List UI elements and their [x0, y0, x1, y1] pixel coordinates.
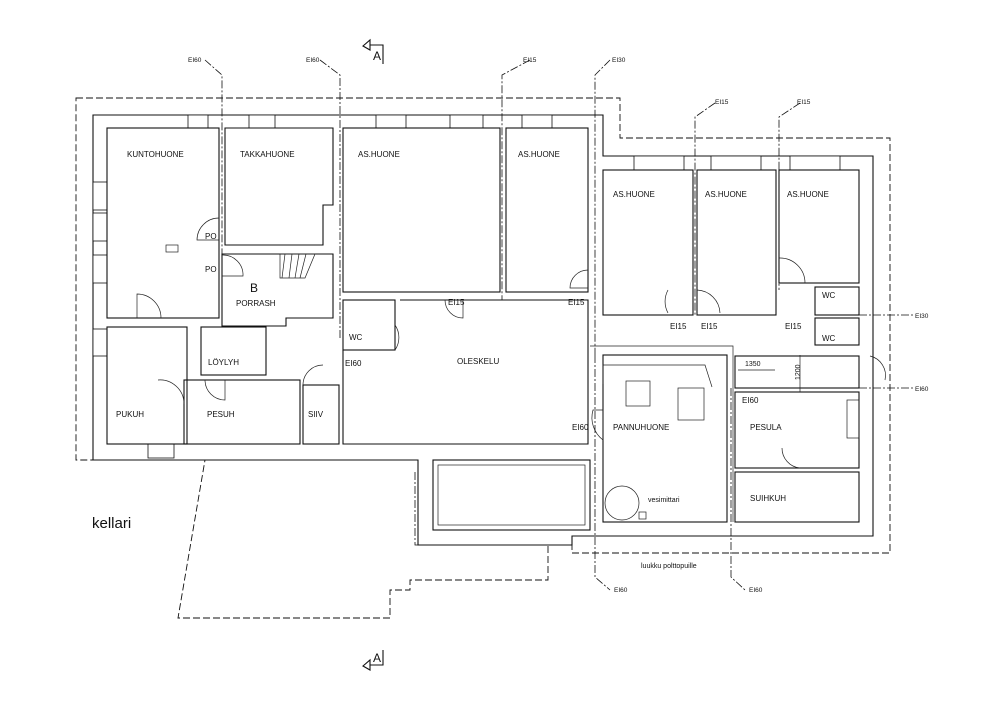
room-siiv: SIIV [308, 410, 324, 419]
floor-title: kellari [92, 515, 131, 532]
room-walls [106, 127, 860, 531]
label-fire-ratings-top-6: EI15 [797, 99, 811, 106]
label-fire-ratings-door-oleskelu-2: EI15 [568, 298, 585, 307]
dimension-width: 1350 [745, 361, 761, 368]
label-fire-ratings-top-4: EI30 [612, 57, 626, 64]
room-pukuh: PUKUH [116, 410, 144, 419]
room-as-huone-5: AS.HUONE [787, 190, 829, 199]
room-pesula: PESULA [750, 423, 782, 432]
section-marker-bottom: A [362, 650, 384, 671]
label-fire-ratings-door-pannu: EI60 [572, 423, 589, 432]
room-wc-left: WC [349, 333, 363, 342]
label-fire-ratings-door-as-4: EI15 [701, 322, 718, 331]
room-as-huone-4: AS.HUONE [705, 190, 747, 199]
door-label-po-2: PO [205, 265, 217, 274]
water-meter-label: vesimittari [648, 497, 680, 504]
stair-label: B [250, 281, 258, 295]
dimension-depth: 1200 [795, 364, 802, 380]
label-fire-ratings-right-2: EI60 [915, 386, 929, 393]
room-porrash: PORRASH [236, 299, 276, 308]
room-as-huone-3: AS.HUONE [613, 190, 655, 199]
label-fire-ratings-top-5: EI15 [715, 99, 729, 106]
label-fire-ratings-top-1: EI60 [188, 57, 202, 64]
label-section-marker: A [373, 49, 381, 63]
room-as-huone-1: AS.HUONE [358, 150, 400, 159]
room-kuntohuone: KUNTOHUONE [127, 150, 184, 159]
terrace-outline [414, 472, 540, 546]
door-label-po-1: PO [205, 232, 217, 241]
room-wc-right-1: WC [822, 291, 836, 300]
room-pannuhuone: PANNUHUONE [613, 423, 669, 432]
room-as-huone-2: AS.HUONE [518, 150, 560, 159]
label-fire-ratings-top-3: EI15 [523, 57, 537, 64]
room-loylyh: LÖYLYH [208, 358, 239, 367]
outer-boundary-dashed [75, 97, 891, 619]
label-fire-ratings-door-oleskelu-1: EI15 [448, 298, 465, 307]
label-fire-ratings-door-siiv: EI60 [345, 359, 362, 368]
room-pesuh: PESUH [207, 410, 235, 419]
label-fire-ratings-door-pesula: EI60 [742, 396, 759, 405]
label-fire-ratings-bottom-1: EI60 [614, 587, 628, 594]
firewood-hatch-label: luukku polttopuille [641, 563, 697, 570]
room-suihkuh: SUIHKUH [750, 494, 786, 503]
room-wc-right-2: WC [822, 334, 836, 343]
label-fire-ratings-top-2: EI60 [306, 57, 320, 64]
label-fire-ratings-bottom-2: EI60 [749, 587, 763, 594]
section-marker-top: A [362, 38, 384, 64]
label-section-marker: A [373, 651, 381, 665]
windows [92, 114, 841, 459]
fire-compartment-lines [204, 59, 915, 591]
outer-wall [92, 114, 874, 546]
label-fire-ratings-door-as-3: EI15 [670, 322, 687, 331]
fire-rating-labels: EI60 EI60 EI15 EI30 EI15 EI15 EI15 EI15 … [188, 57, 929, 594]
doors [136, 217, 886, 469]
label-fire-ratings-right-1: EI30 [915, 313, 929, 320]
room-takkahuone: TAKKAHUONE [240, 150, 295, 159]
room-labels: KUNTOHUONE TAKKAHUONE AS.HUONE AS.HUONE … [116, 150, 836, 503]
label-fire-ratings-door-wc: EI15 [785, 322, 802, 331]
room-oleskelu: OLESKELU [457, 357, 499, 366]
